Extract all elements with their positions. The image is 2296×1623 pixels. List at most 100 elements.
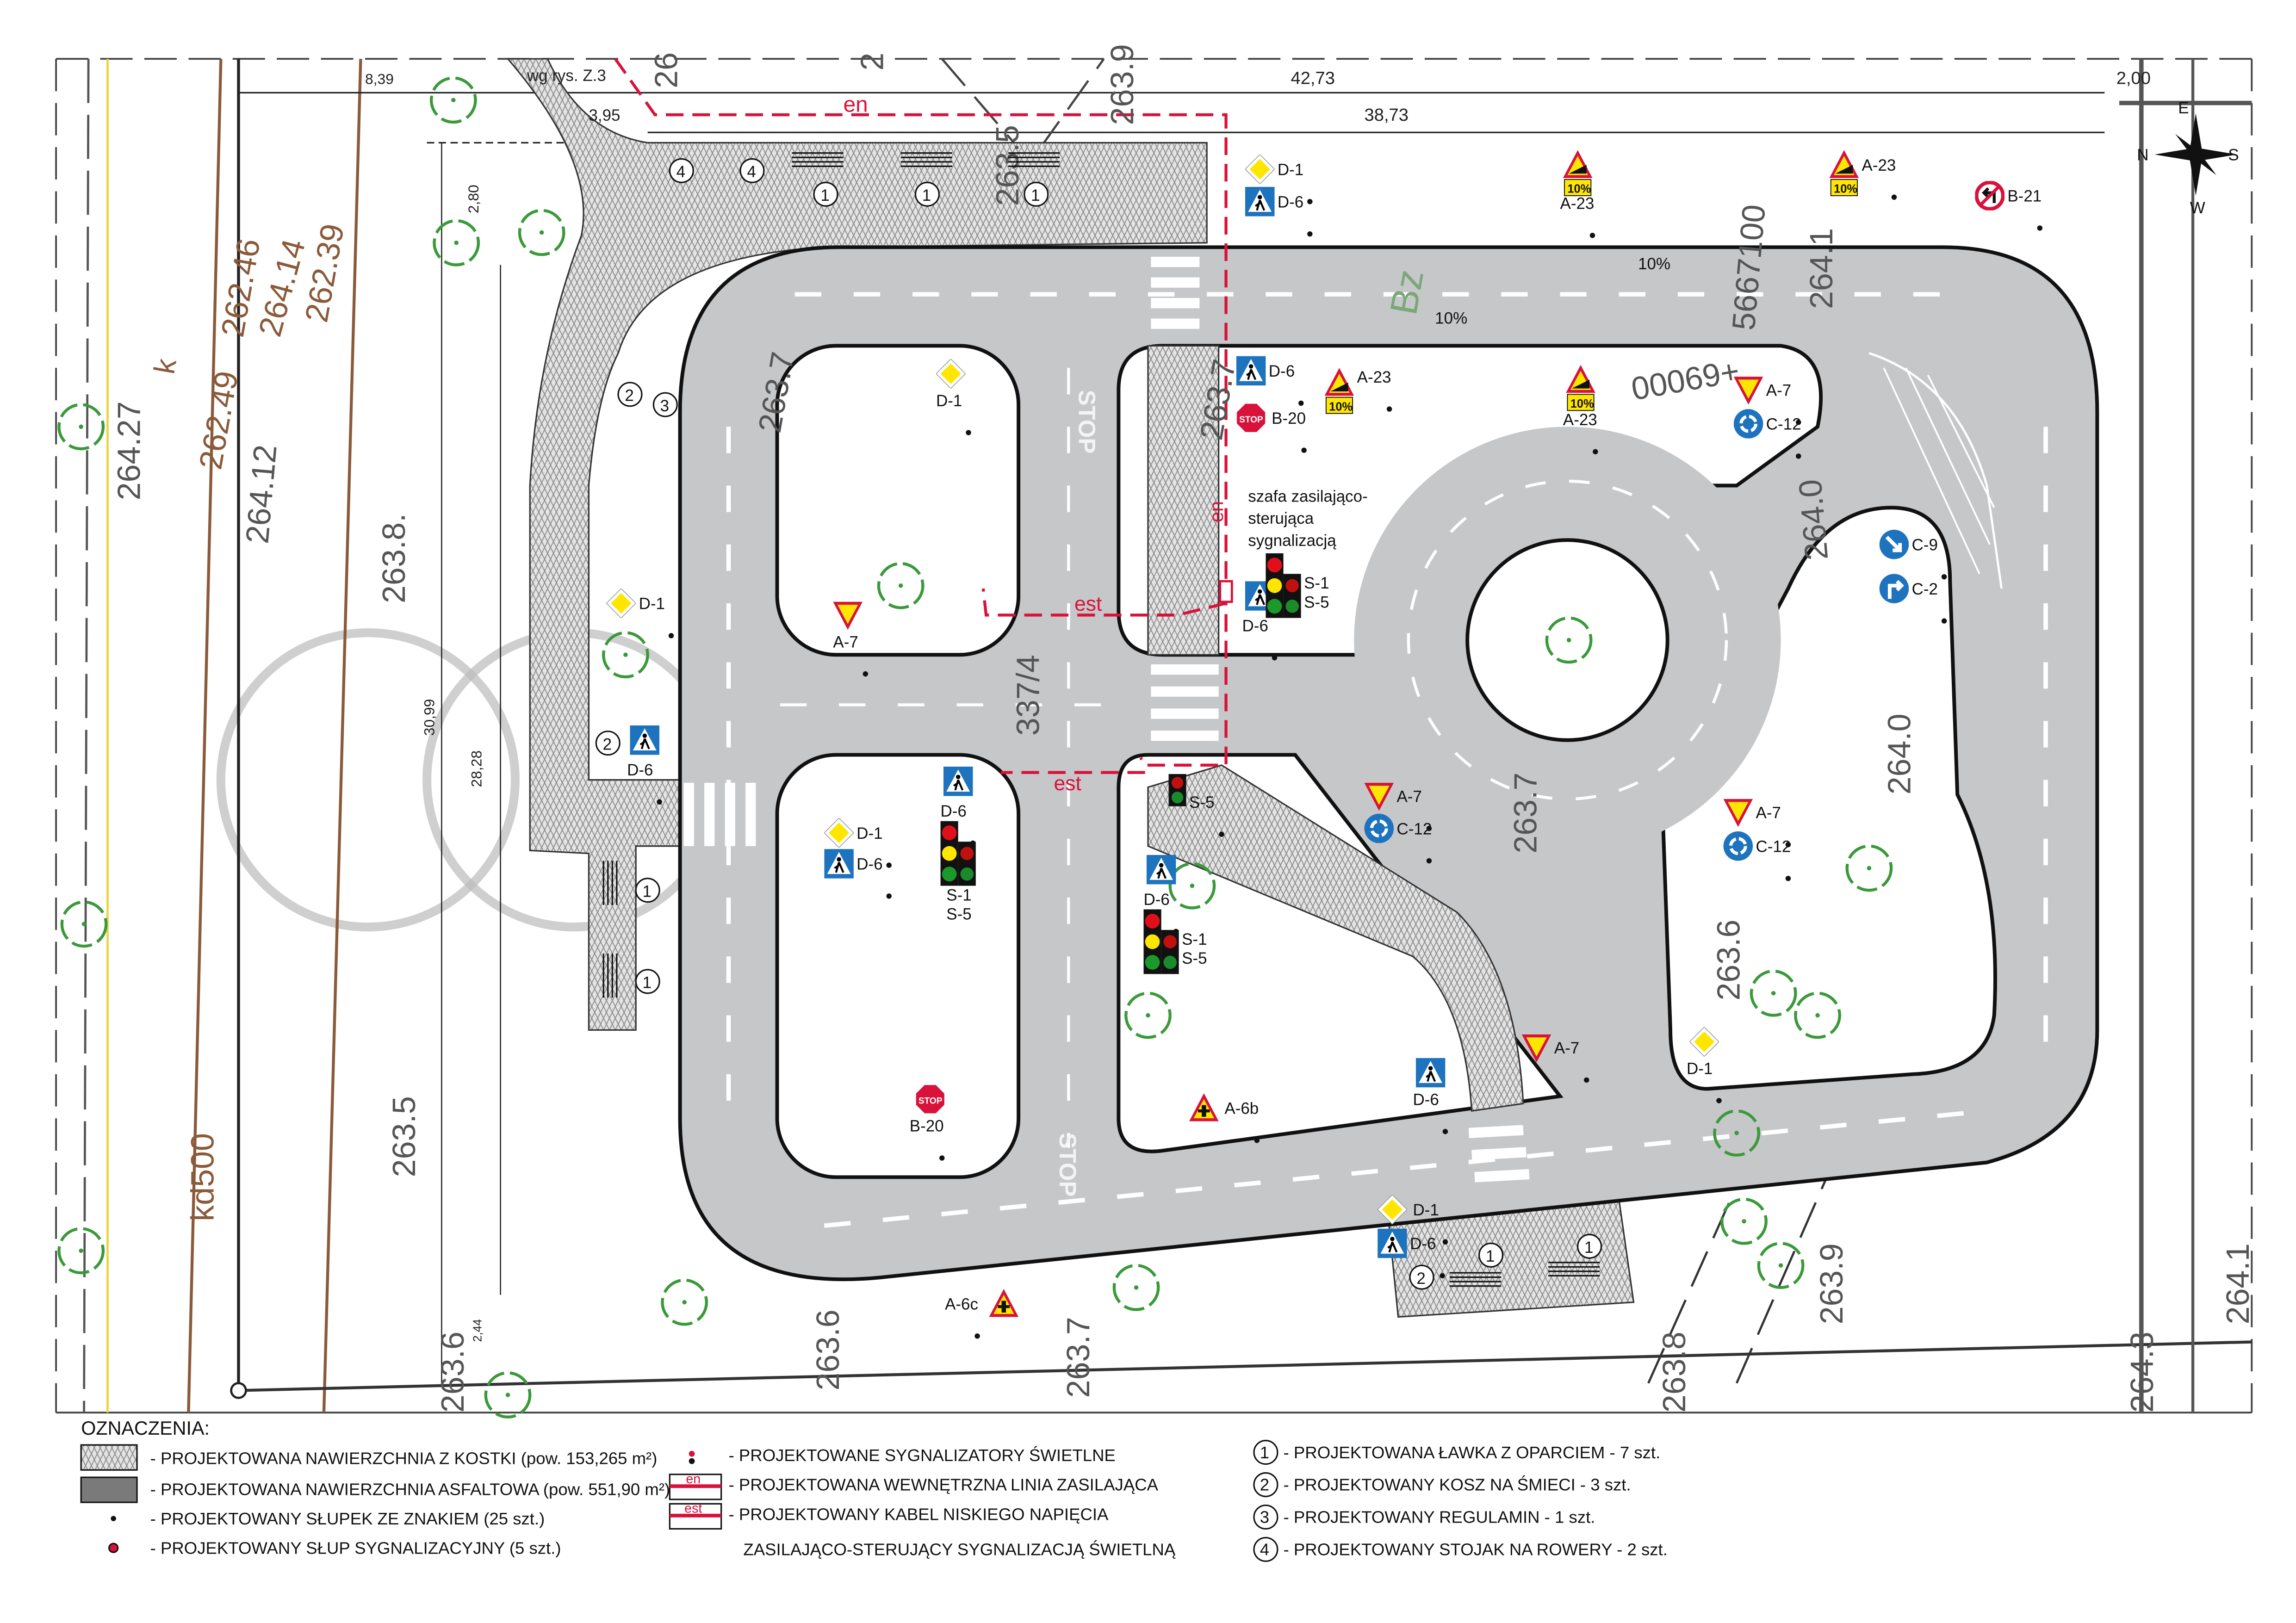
marking-bz: Bz [1382,266,1432,318]
svg-text:2,00: 2,00 [2116,68,2151,88]
bench-icon [1008,152,1060,167]
diagonal-footpath [1147,764,1524,1112]
tree-icon [1794,991,1841,1039]
svg-text:W: W [2190,199,2205,217]
svg-text:4: 4 [676,163,685,181]
svg-text:1: 1 [1486,1247,1495,1265]
sign-s-1: S-1S-5 [1143,909,1207,974]
sign-code-label: S-5 [946,905,971,923]
sign-code-label: S-5 [1189,793,1214,812]
cabinet-note: szafa zasilająco- sterująca sygnalizacją [1248,488,1368,550]
item-marker: 4 [669,158,694,183]
spot-height-label: 264.27 [111,401,147,500]
tree-icon [57,403,105,451]
tree-icon [518,209,565,256]
legend-title: OZNACZENIA: [81,1418,210,1439]
footpath-crossing-vertical [1147,345,1220,656]
svg-text:- PROJEKTOWANE SYGNALIZATORY Ś: - PROJEKTOWANE SYGNALIZATORY ŚWIETLNE [729,1445,1116,1465]
sign-d-6: D-6 [824,849,892,899]
sign-d-1: D-1 [606,588,674,638]
sign-a-6b: A-6b [1189,1093,1260,1143]
sign-code-label: C-12 [1396,820,1432,838]
sign-d-1: D-1 [1687,1027,1722,1103]
sign-d-6: D-6 [1143,855,1179,934]
sign-code-label: A-23 [1560,195,1595,213]
item-marker: 1 [914,181,940,207]
svg-text:1: 1 [1260,1443,1269,1462]
sign-code-label: S-1 [1182,930,1207,948]
svg-text:szafa zasilająco-: szafa zasilająco- [1248,488,1368,506]
spot-height-label: 263.8 [1656,1332,1692,1412]
spot-height-label: 263.9 [1104,44,1140,125]
tree-icon [433,219,480,266]
sign-d-6: D-6 [1245,187,1313,237]
d6-sign-icon [1416,1058,1446,1088]
island-top-left [775,344,1021,657]
sign-a-7: A-7 [1733,377,1801,425]
sign-code-label: C-12 [1756,837,1791,855]
legend: OZNACZENIA: - PROJEKTOWANA NAWIERZCHNIA … [80,1418,1668,1562]
spot-height-label: 263.9 [1813,1243,1849,1324]
sign-s-5: S-5 [1168,774,1224,837]
sign-b-21: B-21 [1977,182,2043,231]
tree-icon [1713,1109,1761,1157]
svg-text:30,99: 30,99 [421,699,437,736]
item-marker: 1 [1478,1242,1504,1268]
svg-text:S: S [2228,146,2239,164]
legend-item-4: 4- PROJEKTOWANY STOJAK NA ROWERY - 2 szt… [1253,1536,1668,1562]
c12-sign-icon [1724,831,1753,861]
sign-a-23: 10%A-23 [1560,150,1595,238]
sign-code-label: D-6 [627,761,653,779]
sign-plate: 10% [1834,183,1857,196]
svg-text:- PROJEKTOWANA NAWIERZCHNIA AS: - PROJEKTOWANA NAWIERZCHNIA ASFALTOWA (p… [150,1480,670,1499]
svg-text:en: en [686,1472,701,1487]
sign-code-label: D-1 [1413,1201,1439,1219]
paving-cobblestone [506,58,1635,1318]
sign-plate: STOP [1239,415,1263,425]
svg-text:3: 3 [660,397,669,415]
c2-sign-icon [1880,574,1909,603]
spot-height-label: 263.5 [989,125,1025,206]
svg-text:2,44: 2,44 [471,1319,484,1342]
d6-sign-icon [1147,855,1176,885]
sign-a-23: 10%A-23 [1563,365,1598,455]
spot-height-label: 262.49 [192,368,245,472]
sign-code-label: B-20 [1272,409,1306,427]
sign-d-1: D-1 [1378,1195,1448,1245]
tree-icon [1168,862,1216,910]
reference-note: wg rys. Z.3 [527,67,606,85]
sign-a-23: 10% A-23 [1829,150,1897,200]
a6-sign-icon [989,1289,1019,1317]
power-cables [614,58,1228,774]
sign-a-7: A-7 [1364,782,1432,831]
sign-plate: STOP [918,1096,943,1106]
item-marker: 4 [739,158,765,183]
bench-icon [1548,1262,1600,1277]
sign-code-label: A-23 [1862,156,1896,174]
control-cabinet [1219,580,1233,603]
legend-signal-icon [689,1450,695,1464]
a23-sign-icon [1563,150,1593,178]
d1-sign-icon [606,588,636,618]
spot-height-label: kd500 [184,1133,220,1221]
sign-code-label: B-21 [2007,187,2042,205]
sign-d-6: D-6 [1378,1229,1445,1279]
road-marking-stop: STOP [1055,1133,1081,1197]
item-marker: 1 [1024,181,1049,207]
bench-icon [792,152,844,167]
sign-code-label: S-5 [1182,949,1207,967]
legend-signal-post-icon [108,1542,119,1553]
svg-text:- PROJEKTOWANA WEWNĘTRZNA LINI: - PROJEKTOWANA WEWNĘTRZNA LINIA ZASILAJĄ… [729,1475,1159,1494]
sign-b-20: STOP B-20 [1236,403,1307,453]
tree-icon [60,900,108,948]
sign-c-12: C-12 [1724,831,1791,881]
svg-text:2: 2 [603,735,612,753]
legend-swatch-asphalt [80,1476,138,1503]
tree-icon [1720,1197,1768,1245]
sign-plate: 10% [1570,397,1594,410]
svg-text:4: 4 [1260,1540,1269,1559]
svg-text:sterująca: sterująca [1248,509,1314,527]
